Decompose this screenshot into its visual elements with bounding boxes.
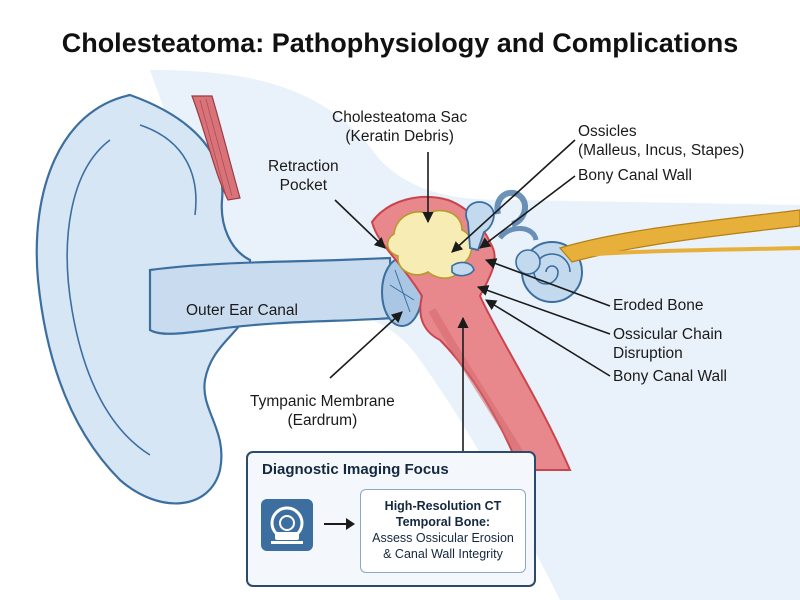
label-cholesteatoma-sac: Cholesteatoma Sac (Keratin Debris)	[332, 109, 468, 145]
leader-ossicles	[451, 139, 576, 253]
leader-eroded-bone	[484, 258, 611, 307]
auricle	[35, 93, 252, 505]
auricle-helix-fold	[139, 124, 197, 216]
label-bony-canal-wall-top: Bony Canal Wall	[578, 167, 693, 184]
label-ossicles: Ossicles (Malleus, Incus, Stapes)	[578, 123, 745, 159]
label-outer-ear-canal: Outer Ear Canal	[186, 302, 298, 319]
ct-recommendation-box: High-Resolution CT Temporal Bone: Assess…	[360, 489, 526, 573]
leader-tympanic	[329, 311, 403, 379]
auditory-nerve	[558, 209, 800, 263]
ct-line-2: Temporal Bone:	[395, 515, 491, 529]
label-bony-canal-wall-bottom: Bony Canal Wall	[613, 368, 728, 385]
label-eroded-bone: Eroded Bone	[613, 297, 704, 314]
label-retraction-pocket: Retraction Pocket	[268, 158, 339, 194]
muscle-strip	[191, 95, 241, 201]
arrow-right-icon	[322, 516, 356, 537]
leader-retraction	[334, 199, 386, 249]
diagram-title: Cholesteatoma: Pathophysiology and Compl…	[61, 28, 739, 58]
ct-line-1: High-Resolution CT	[384, 499, 502, 513]
diagnostic-imaging-panel: Diagnostic Imaging Focus High-Resolution…	[246, 451, 536, 587]
leader-bony-wall-bottom	[485, 299, 611, 377]
ear-canal	[148, 256, 394, 335]
label-ossicular-chain: Ossicular Chain Disruption	[613, 326, 723, 362]
leader-bony-wall-top	[479, 175, 576, 249]
auricle-inner-fold	[66, 139, 151, 456]
panel-title: Diagnostic Imaging Focus	[262, 461, 449, 478]
ct-scanner-icon	[261, 499, 313, 551]
ct-line-3: Assess Ossicular Erosion	[372, 531, 514, 545]
ct-line-4: & Canal Wall Integrity	[383, 547, 503, 561]
label-tympanic-membrane: Tympanic Membrane (Eardrum)	[250, 393, 395, 429]
semicircular-canals	[494, 189, 529, 227]
leader-ossicular-chain	[476, 285, 611, 335]
